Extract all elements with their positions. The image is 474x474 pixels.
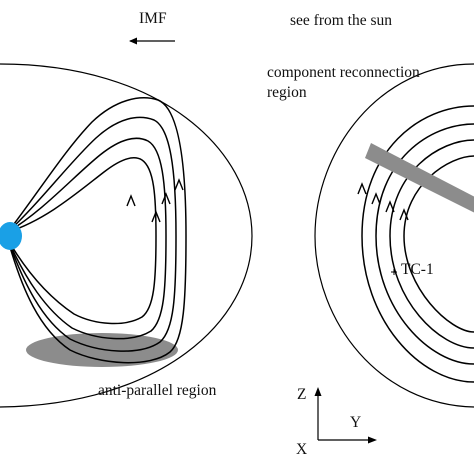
right-magnetopause bbox=[314, 63, 474, 408]
component-reconnection-label: component reconnection bbox=[267, 64, 420, 81]
left-field-arrows bbox=[126, 178, 184, 223]
right-field-arrows bbox=[357, 182, 409, 221]
tc1-label: TC-1 bbox=[401, 261, 434, 278]
tc1-marker bbox=[391, 269, 397, 275]
component-reconnection-region bbox=[365, 143, 474, 213]
axis-z-label: Z bbox=[297, 386, 307, 403]
axis-x-label: X bbox=[296, 441, 308, 458]
left-field-lines bbox=[7, 97, 187, 364]
earth-icon bbox=[0, 222, 22, 250]
axes-icon bbox=[314, 387, 377, 444]
component-reconnection-label-line2: region bbox=[267, 84, 307, 101]
imf-arrow bbox=[129, 37, 175, 45]
imf-label: IMF bbox=[139, 10, 167, 27]
anti-parallel-label: anti-parallel region bbox=[98, 382, 217, 399]
right-field-lines bbox=[361, 105, 474, 383]
left-magnetopause bbox=[0, 63, 253, 408]
see-from-sun-label: see from the sun bbox=[290, 12, 393, 29]
axis-y-label: Y bbox=[350, 414, 362, 431]
